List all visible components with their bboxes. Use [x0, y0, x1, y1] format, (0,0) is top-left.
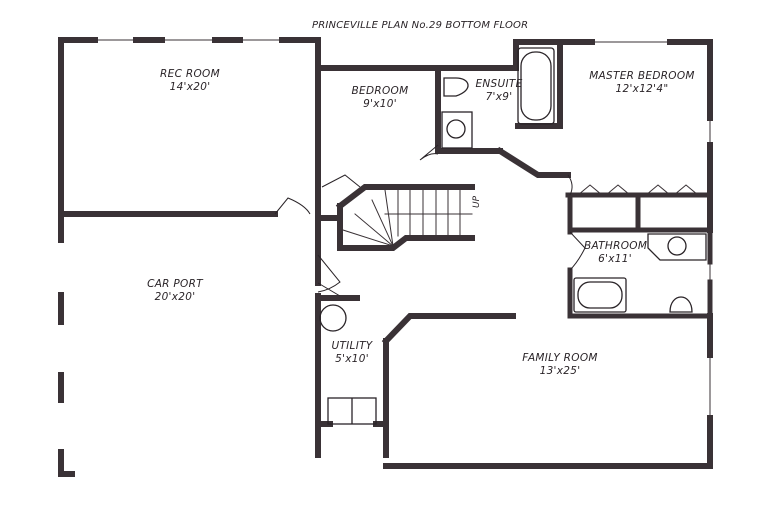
family-room-walls — [381, 313, 713, 469]
doors — [274, 144, 586, 297]
carport-door-icon — [317, 254, 341, 293]
ensuite-toilet-icon — [443, 77, 469, 97]
bathroom-door-icon — [569, 231, 586, 271]
bathroom-tub-icon — [573, 277, 627, 313]
fixtures — [319, 47, 707, 425]
ensuite-vanity-icon — [441, 111, 473, 149]
room-label-rec-room: REC ROOM 14'x20' — [160, 68, 220, 93]
closet-doors — [577, 184, 699, 196]
room-label-bathroom: BATHROOM 6'x11' — [584, 240, 648, 265]
rec-room-walls — [58, 37, 321, 286]
plan-title: PRINCEVILLE PLAN No.29 BOTTOM FLOOR — [312, 20, 529, 31]
stair-walls — [315, 184, 475, 251]
bathroom-toilet-icon — [669, 296, 693, 313]
carport-posts — [58, 292, 75, 477]
bathroom-walls — [567, 227, 713, 319]
stair-treads — [342, 189, 473, 247]
rec-room-door-icon — [274, 197, 311, 215]
bathroom-vanity-icon — [647, 233, 707, 261]
room-label-family-room: FAMILY ROOM 13'x25' — [522, 352, 598, 377]
stair-up-label: UP — [472, 195, 482, 208]
room-label-car-port: CAR PORT 20'x20' — [147, 278, 203, 303]
utility-walls — [315, 293, 389, 458]
bedroom-walls — [315, 39, 713, 233]
room-label-bedroom: BEDROOM 9'x10' — [351, 85, 409, 110]
water-heater-icon — [319, 304, 347, 332]
room-label-master-bedroom: MASTER BEDROOM 12'x12'4" — [589, 70, 695, 95]
closet-walls — [565, 192, 713, 235]
ensuite-tub-icon — [517, 47, 555, 125]
room-label-utility: UTILITY 5'x10' — [331, 340, 373, 365]
room-label-ensuite: ENSUITE 7'x9' — [475, 78, 523, 103]
bedroom-door-icon — [321, 174, 361, 188]
